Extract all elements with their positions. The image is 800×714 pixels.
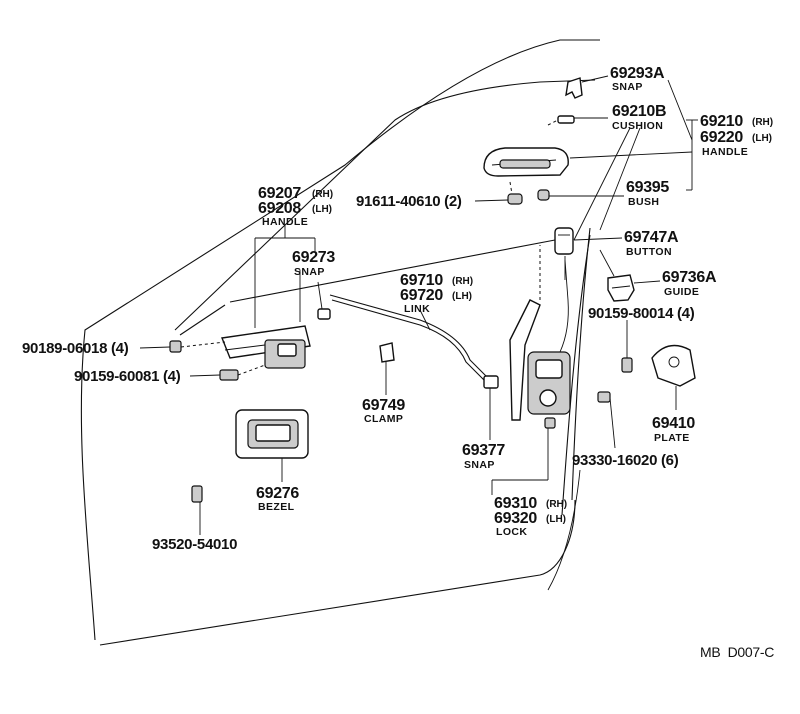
part-number: 69210B — [612, 103, 666, 120]
side-lh: (LH) — [752, 133, 772, 144]
part-name: HANDLE — [262, 216, 308, 228]
label-inside-handle: 69207 (RH) 69208 (LH) HANDLE — [258, 185, 333, 228]
part-name: LINK — [404, 303, 430, 315]
label-69377: 69377 SNAP — [462, 442, 506, 471]
part-number: 69273 — [292, 249, 335, 266]
side-rh: (RH) — [546, 499, 567, 510]
label-69293a: 69293A SNAP — [610, 65, 665, 93]
clamp-69749-part — [379, 342, 395, 363]
screw-90159-60081-part — [219, 364, 266, 381]
part-number: 90159-80014 (4) — [588, 305, 695, 322]
part-name: LOCK — [496, 526, 527, 538]
part-number-lh: 69720 — [400, 287, 443, 304]
part-number: 90189-06018 (4) — [22, 340, 129, 357]
screw-93520-part — [191, 485, 203, 503]
part-number-rh: 69710 — [400, 272, 443, 289]
side-rh: (RH) — [312, 189, 333, 200]
part-number: 69747A — [624, 229, 679, 246]
part-name: SNAP — [294, 266, 325, 278]
part-number: 93520-54010 — [152, 536, 237, 553]
part-name: BEZEL — [258, 501, 295, 513]
guide-69736a-part — [607, 274, 635, 302]
label-90159-80014: 90159-80014 (4) — [588, 305, 695, 322]
label-69747a: 69747A BUTTON — [624, 229, 679, 258]
label-link: 69710 (RH) 69720 (LH) LINK — [400, 272, 473, 315]
part-number: 93330-16020 (6) — [572, 452, 679, 469]
part-number-lh: 69320 — [494, 510, 537, 527]
part-name: HANDLE — [702, 146, 748, 158]
door-outline — [80, 39, 600, 646]
part-number-lh: 69208 — [258, 200, 301, 217]
label-69273: 69273 SNAP — [292, 249, 336, 278]
label-69276: 69276 BEZEL — [256, 485, 300, 513]
side-lh: (LH) — [546, 514, 566, 525]
part-name: GUIDE — [664, 286, 699, 298]
link-rod — [329, 294, 491, 383]
part-name: SNAP — [464, 459, 495, 471]
part-number: 69395 — [626, 179, 669, 196]
label-69210b: 69210B CUSHION — [612, 103, 667, 132]
part-name: CUSHION — [612, 120, 663, 132]
outside-handle — [483, 147, 569, 177]
bolt-91611-part — [507, 181, 523, 205]
label-90159-60081: 90159-60081 (4) — [74, 368, 181, 385]
label-93520: 93520-54010 — [152, 536, 237, 553]
part-name: PLATE — [654, 432, 690, 444]
nut-90189-part — [169, 340, 226, 353]
side-rh: (RH) — [452, 276, 473, 287]
label-69749: 69749 CLAMP — [362, 397, 406, 425]
part-number-rh: 69210 — [700, 113, 743, 130]
part-number: 90159-60081 (4) — [74, 368, 181, 385]
side-rh: (RH) — [752, 117, 773, 128]
plate-69410-part — [651, 344, 696, 387]
side-lh: (LH) — [452, 291, 472, 302]
label-lock: 69310 (RH) 69320 (LH) LOCK — [494, 495, 567, 538]
leader-lines — [139, 75, 698, 535]
part-number: 91611-40610 (2) — [356, 193, 462, 210]
side-lh: (LH) — [312, 204, 332, 215]
label-90189: 90189-06018 (4) — [22, 340, 129, 357]
snap-69273-part — [317, 308, 331, 320]
part-name: BUTTON — [626, 246, 672, 258]
label-outside-handle: 69210 (RH) 69220 (LH) HANDLE — [700, 113, 773, 158]
bezel-69276-part — [235, 409, 309, 459]
cushion-69210b-part — [547, 115, 575, 126]
part-name: SNAP — [612, 81, 643, 93]
snap-69293a-part — [565, 77, 583, 99]
diagram-code: MB D007-C — [700, 644, 774, 660]
part-name: CLAMP — [364, 413, 403, 425]
snap-69377-part — [483, 375, 499, 389]
part-number: 69749 — [362, 397, 405, 414]
bush-69395-part — [537, 189, 550, 201]
label-93330: 93330-16020 (6) — [572, 452, 679, 469]
screw-90159-80014-part — [621, 346, 633, 373]
lock-assembly — [509, 245, 571, 429]
inside-handle — [221, 325, 311, 369]
part-name: BUSH — [628, 196, 659, 208]
part-number: 69410 — [652, 415, 695, 432]
part-number: 69377 — [462, 442, 505, 459]
label-91611: 91611-40610 (2) — [356, 193, 462, 210]
label-69395: 69395 BUSH — [626, 179, 670, 208]
part-number-rh: 69207 — [258, 185, 301, 202]
part-number: 69736A — [662, 269, 717, 286]
label-69736a: 69736A GUIDE — [662, 269, 717, 298]
part-number: 69293A — [610, 65, 665, 82]
label-69410: 69410 PLATE — [652, 415, 696, 444]
part-number-rh: 69310 — [494, 495, 537, 512]
button-69747a-part — [554, 227, 574, 280]
screw-93330-part — [597, 391, 611, 403]
part-number-lh: 69220 — [700, 129, 743, 146]
part-number: 69276 — [256, 485, 299, 502]
